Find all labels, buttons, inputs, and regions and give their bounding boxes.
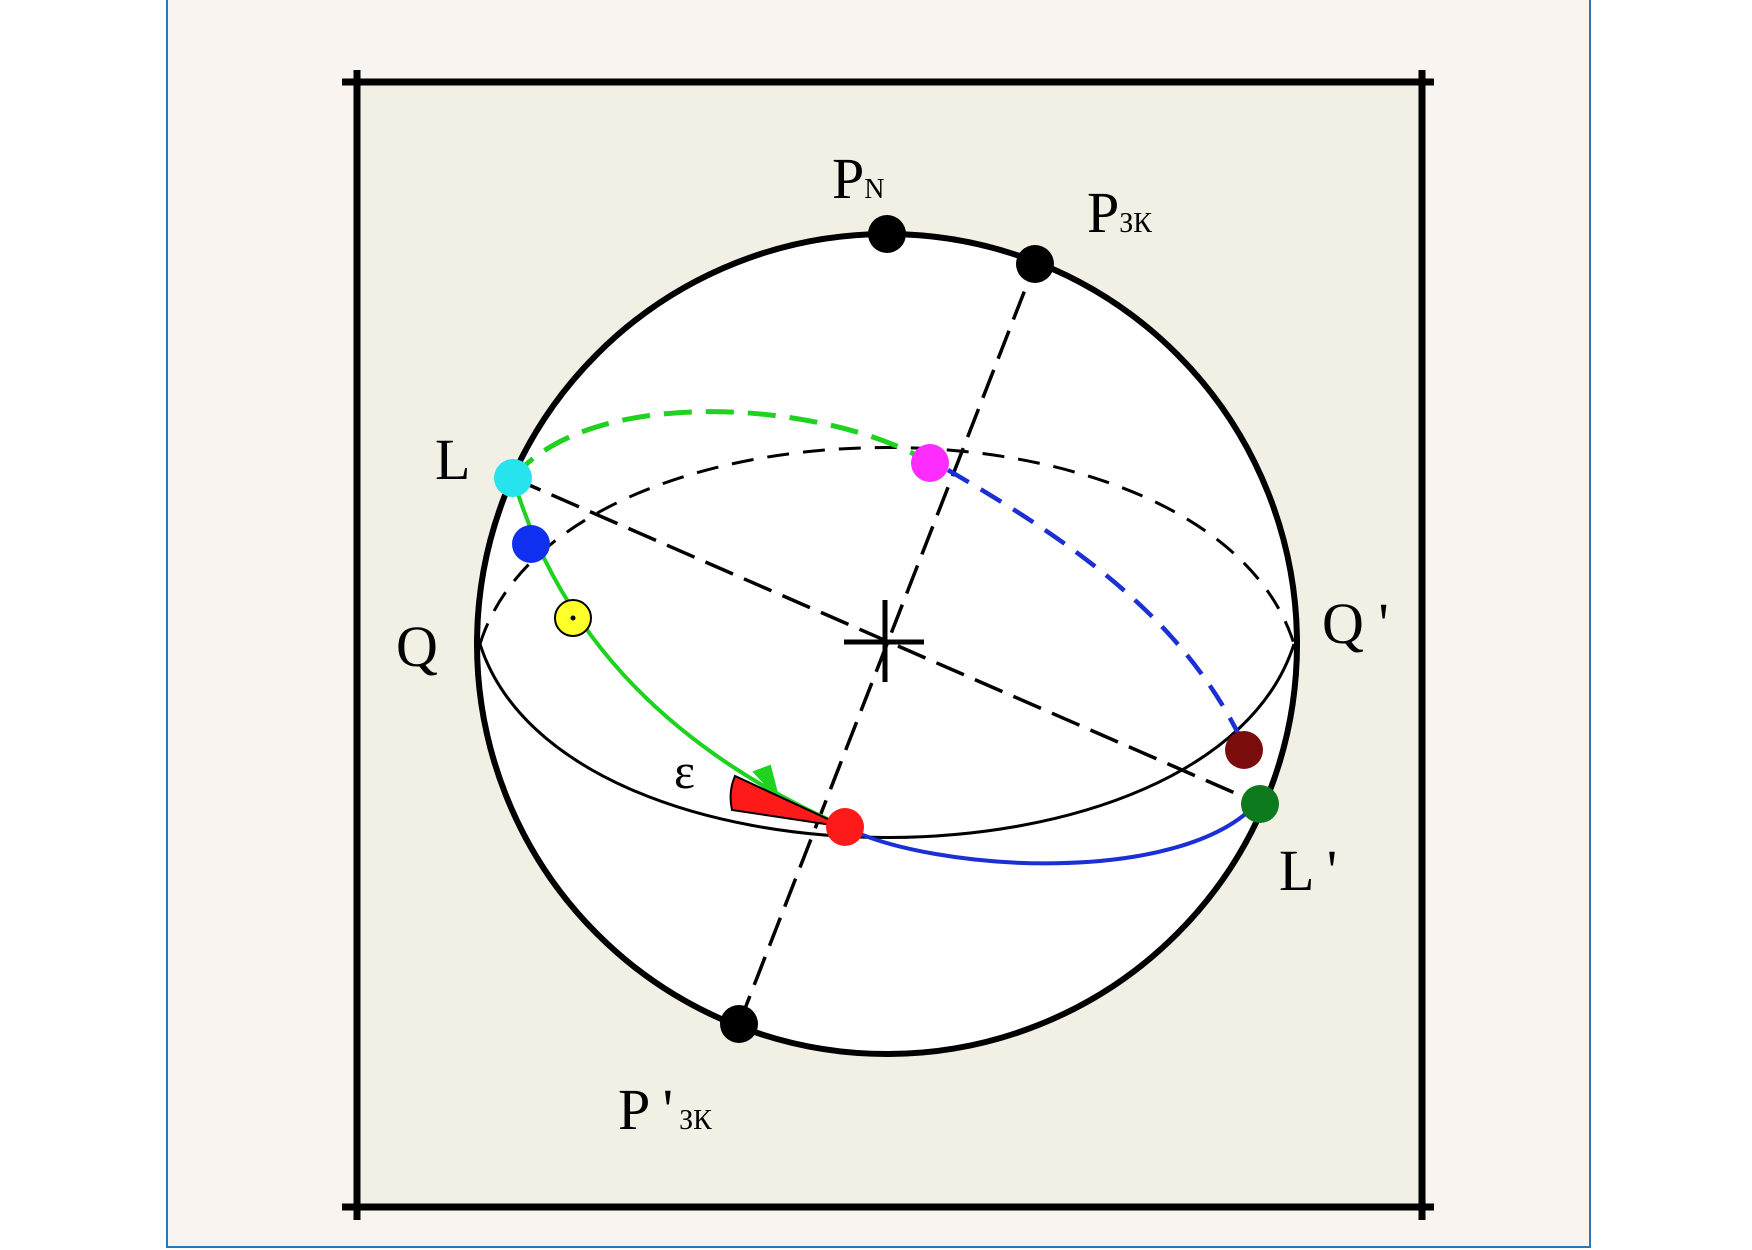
point-darkred-dot	[1225, 731, 1263, 769]
blue-arc-front	[844, 800, 1260, 866]
point-L-dot	[494, 459, 532, 497]
label-q: Q	[396, 614, 438, 679]
pole-ecliptic-dot	[1016, 245, 1054, 283]
ecliptic-arrowhead	[752, 764, 780, 801]
label-pzk: PЗК	[1087, 180, 1152, 245]
angle-epsilon-marker	[729, 774, 846, 828]
label-q-prime: Q '	[1322, 591, 1389, 656]
label-l: L	[435, 427, 470, 492]
blue-arc-back	[946, 468, 1253, 760]
equator-front	[478, 643, 1296, 839]
label-l-prime: L '	[1279, 838, 1337, 903]
point-blue-dot	[512, 525, 550, 563]
celestial-sphere-diagram: PN PЗК L Q Q ' ε L ' P 'ЗК	[342, 70, 1434, 1220]
pole-north-dot	[868, 215, 906, 253]
point-magenta-dot	[911, 444, 949, 482]
point-red-dot	[826, 808, 864, 846]
pole-ecliptic-south-dot	[720, 1005, 758, 1043]
label-epsilon: ε	[674, 743, 695, 799]
sun-center-mark	[570, 615, 576, 621]
label-pn: PN	[832, 146, 885, 211]
ecliptic-back	[511, 409, 932, 480]
label-pzk-prime: P 'ЗК	[618, 1077, 712, 1142]
point-L-prime-dot	[1241, 785, 1279, 823]
page-frame: PN PЗК L Q Q ' ε L ' P 'ЗК	[166, 0, 1591, 1248]
